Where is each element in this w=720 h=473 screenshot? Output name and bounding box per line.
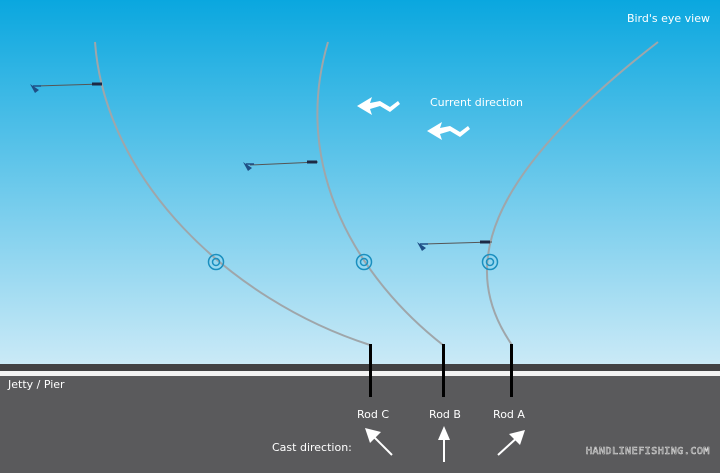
float-icon-rod-a: [481, 253, 499, 271]
water-area: [0, 0, 720, 366]
fish-icon: [30, 84, 39, 93]
jetty-edge: [0, 364, 720, 371]
dropper-rod-c: [30, 82, 103, 93]
cast-arrow-right-icon: [497, 430, 525, 456]
rod-b-marker: [442, 344, 445, 397]
float-icon-rod-c: [207, 253, 225, 271]
jetty-deck: [0, 376, 720, 473]
float-icon-rod-b: [355, 253, 373, 271]
site-watermark: HANDLINEFISHING.COM: [586, 446, 710, 457]
view-label: Bird's eye view: [626, 12, 710, 25]
dropper-rod-b: [243, 160, 319, 171]
rod-c-label: Rod C: [356, 408, 390, 421]
cast-arrow-left-icon: [365, 428, 393, 456]
current-arrow-icon: [427, 122, 470, 140]
cast-direction-label: Cast direction:: [272, 441, 352, 454]
fishing-line-rod-b: [316, 41, 444, 346]
fishing-line-rod-a: [486, 41, 659, 346]
jetty-label: Jetty / Pier: [8, 378, 65, 391]
current-arrow-icon: [357, 97, 400, 115]
fishing-line-rod-c: [94, 41, 371, 346]
rod-a-label: Rod A: [493, 408, 525, 421]
jetty-rail: [0, 371, 720, 376]
rod-a-marker: [510, 344, 513, 397]
fish-icon: [417, 242, 426, 251]
current-direction-label: Current direction: [430, 96, 524, 109]
dropper-rod-a: [417, 240, 493, 251]
rod-b-label: Rod B: [429, 408, 461, 421]
fish-icon: [243, 162, 252, 171]
cast-arrow-up-icon: [438, 426, 450, 462]
rod-c-marker: [369, 344, 372, 397]
